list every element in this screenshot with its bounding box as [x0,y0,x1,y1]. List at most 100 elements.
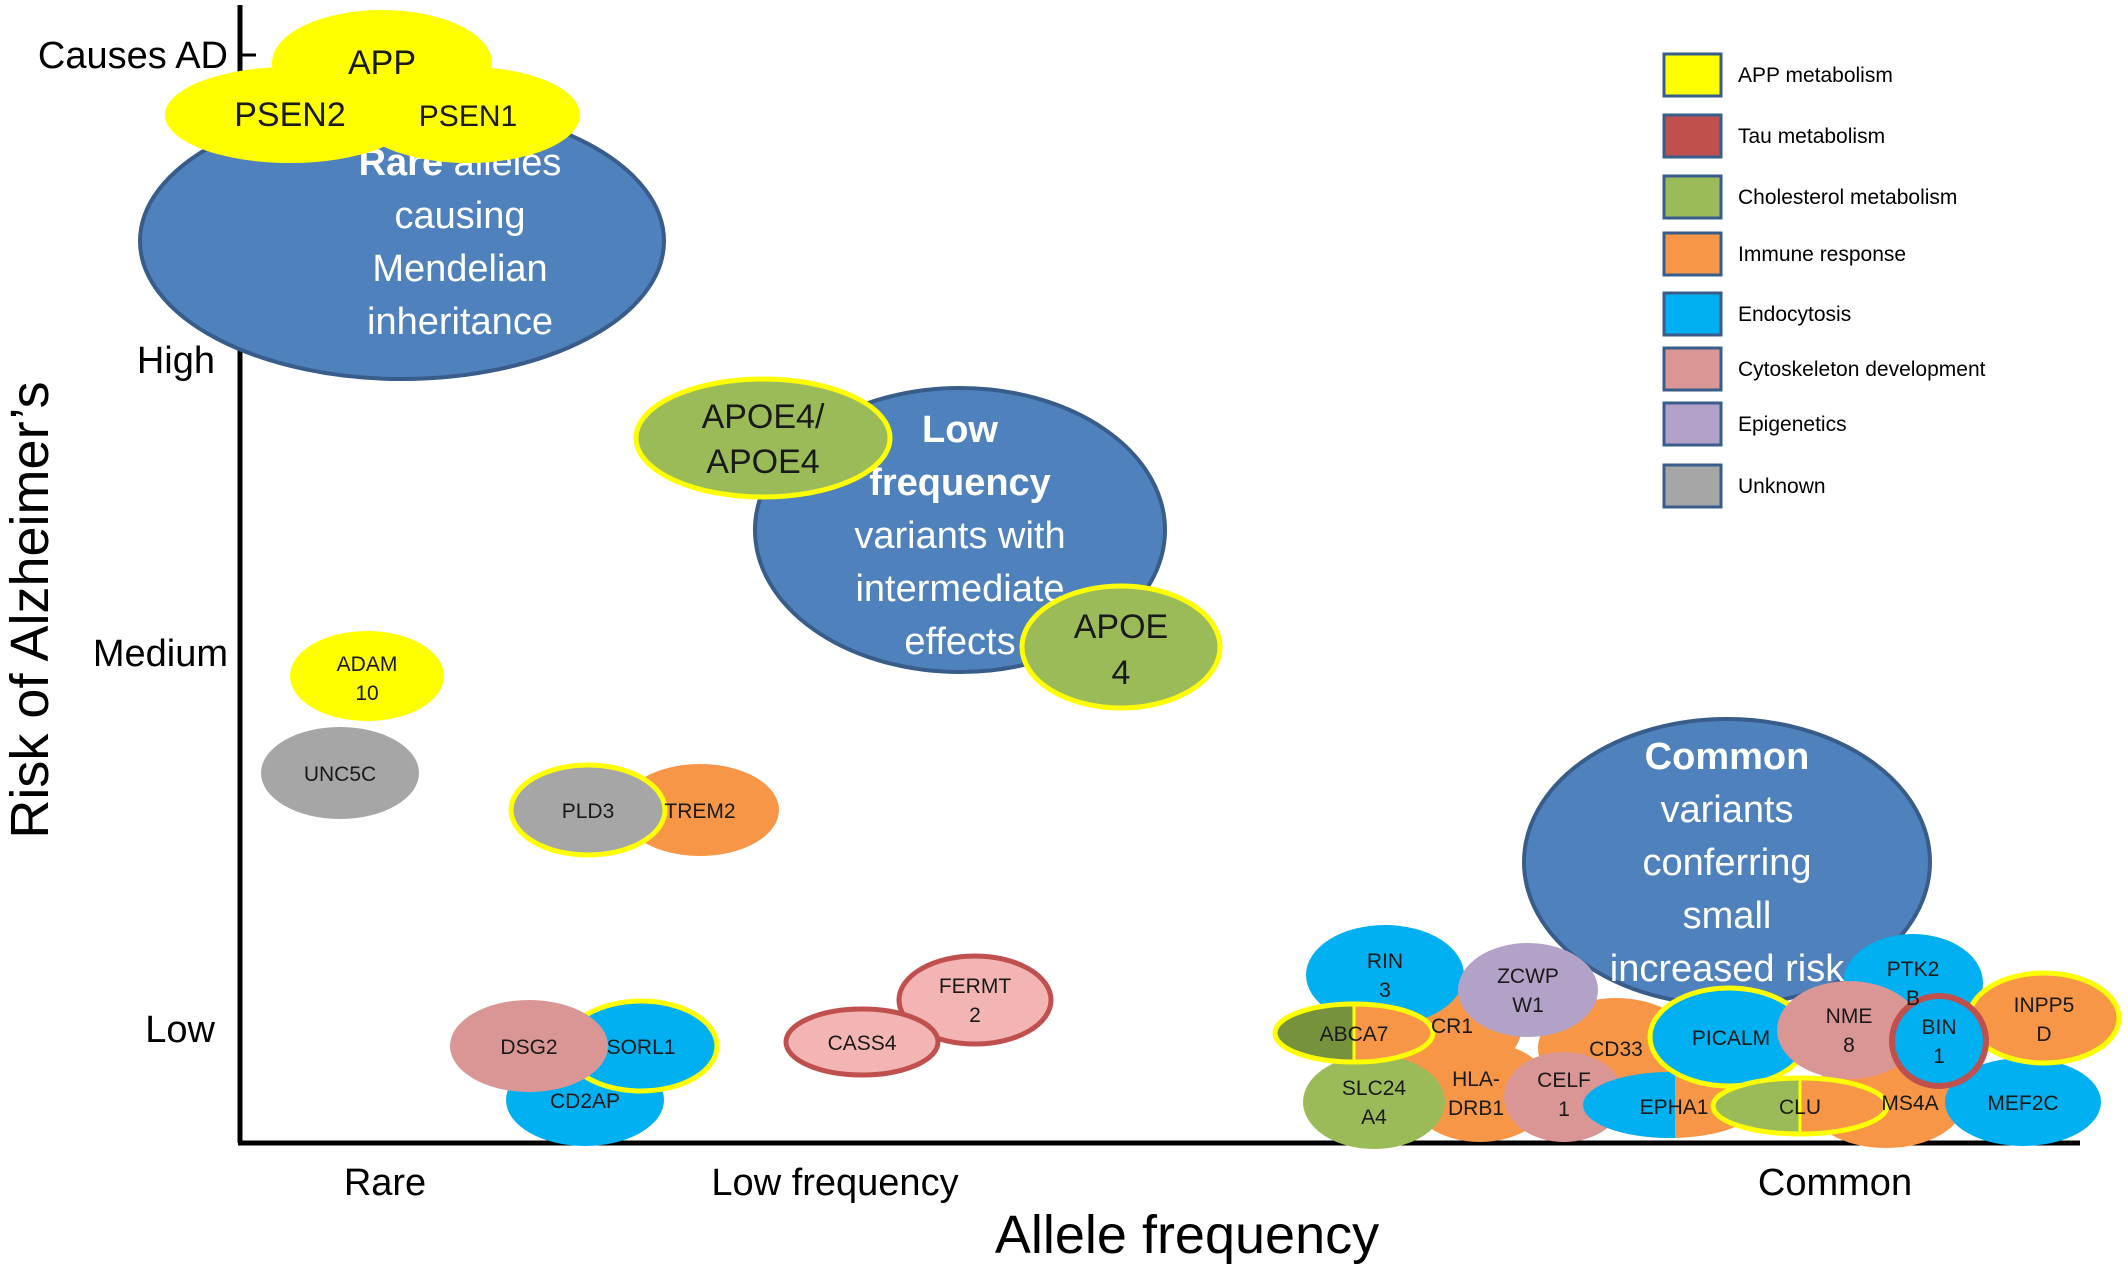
rin3-label-line-2: 3 [1379,979,1391,1002]
abca7-label: ABCA7 [1320,1023,1389,1046]
legend-label-immune-response: Immune response [1738,243,1906,266]
zcwpw1-label-line-1: ZCWP [1497,965,1559,988]
fermt2-label-line-1: FERMT [939,975,1011,998]
pld3-label: PLD3 [562,800,615,823]
zcwpw1-ellipse [1458,943,1598,1037]
clu-label: CLU [1779,1096,1821,1119]
celf1-label-line-2: 1 [1558,1098,1570,1121]
picalm-label: PICALM [1692,1027,1770,1050]
legend-label-unknown: Unknown [1738,475,1826,498]
hla-drb1-label-line-2: DRB1 [1448,1097,1504,1120]
legend-swatch-tau-metabolism [1662,113,1723,159]
dsg2-label: DSG2 [500,1036,557,1059]
low-frequency-line-1: variants with [854,515,1065,557]
cr1-label: CR1 [1431,1015,1473,1038]
bin1-label-line-2: 1 [1933,1045,1945,1068]
cd33-label: CD33 [1589,1038,1643,1061]
inpp5d-label-line-1: INPP5 [2014,994,2075,1017]
common-gene-cluster [1272,925,2122,1149]
y-tick-causes-ad: Causes AD [38,35,228,77]
x-tick-common: Common [1758,1162,1912,1204]
common-category-title: Common [1645,736,1810,778]
legend-label-tau-metabolism: Tau metabolism [1738,125,1885,148]
apoe4-label-line-2: 4 [1112,654,1131,692]
apoe4-ellipse [1019,583,1223,711]
slc24a4-label-line-1: SLC24 [1342,1077,1407,1100]
common-line-2: conferring [1643,842,1812,884]
rare-category-line-3: inheritance [367,301,553,343]
celf1-label-line-1: CELF [1537,1069,1591,1092]
cass4-ellipse [783,1006,941,1078]
unc5c-ellipse [261,727,419,819]
dsg2-ellipse [450,1000,608,1092]
legend-label-cytoskeleton-development: Cytoskeleton development [1738,358,1986,381]
inpp5d-label-line-2: D [2036,1023,2051,1046]
y-tick-high: High [137,340,215,382]
rin3-label-line-1: RIN [1367,950,1403,973]
rare-category-line-1: causing [395,195,526,237]
fermt2-label-line-2: 2 [969,1004,981,1027]
nme8-ellipse [1777,981,1921,1079]
clu-ellipse-cholesterol-half [1713,1078,1800,1134]
y-axis-title: Risk of Alzheimer’s [0,381,60,838]
low-frequency-title-line-1: Low [922,409,998,451]
pld3-ellipse [508,762,668,858]
x-axis-title: Allele frequency [995,1205,1379,1265]
legend-label-app-metabolism: APP metabolism [1738,64,1893,87]
common-line-4: increased risk [1610,948,1845,990]
nme8-label-line-2: 8 [1843,1034,1855,1057]
ptk2b-label-line-2: B [1906,987,1920,1010]
low-frequency-line-3: effects [904,621,1015,663]
mef2c-label: MEF2C [1987,1092,2058,1115]
ptk2b-label-line-1: PTK2 [1887,958,1940,981]
mef2c-ellipse [1945,1058,2101,1146]
low-frequency-title-line-2: frequency [869,462,1051,504]
cass4-label: CASS4 [828,1032,897,1055]
legend-swatch-cytoskeleton-development [1662,346,1723,392]
sorl1-label: SORL1 [607,1036,676,1059]
inpp5d-ellipse [1966,970,2122,1066]
apoe4-label-line-1: APOE [1074,608,1168,646]
x-tick-rare: Rare [344,1162,426,1204]
causes-ad-genes: APP PSEN2 PSEN1 [165,10,580,163]
apoe4-apoe4-label-line-1: APOE4/ [702,398,825,436]
psen2-ellipse [165,67,415,163]
rare-category-line-2: Mendelian [372,248,547,290]
legend-swatch-app-metabolism [1662,52,1723,98]
epha1-label: EPHA1 [1640,1096,1709,1119]
trem2-ellipse [621,764,779,856]
y-tick-medium: Medium [93,633,228,675]
common-line-1: variants [1660,789,1793,831]
bin1-ellipse [1889,993,1989,1089]
legend-swatch-endocytosis [1662,291,1723,337]
legend-label-cholesterol-metabolism: Cholesterol metabolism [1738,186,1957,209]
legend-swatch-immune-response [1662,231,1723,277]
adam10-label-line-1: ADAM [337,653,398,676]
apoe4-apoe4-label-line-2: APOE4 [706,443,819,481]
psen1-ellipse [356,67,580,163]
legend-swatch-cholesterol-metabolism [1662,174,1723,220]
app-label: APP [348,44,416,82]
psen2-label: PSEN2 [234,96,346,134]
bin1-label-line-1: BIN [1921,1016,1956,1039]
slc24a4-label-line-2: A4 [1361,1106,1387,1129]
slc24a4-ellipse [1303,1055,1445,1149]
abca7-ellipse-cholesterol-half [1275,1004,1354,1062]
unc5c-label: UNC5C [304,763,376,786]
apoe4-apoe4-ellipse [633,376,893,500]
adam10-ellipse [290,631,444,721]
adam10-label-line-2: 10 [355,682,378,705]
ms4a-label: MS4A [1881,1092,1938,1115]
epha1-ellipse-endocytosis-half [1583,1072,1675,1138]
nme8-label-line-1: NME [1826,1005,1873,1028]
legend-label-endocytosis: Endocytosis [1738,303,1851,326]
trem2-label: TREM2 [664,800,735,823]
common-line-3: small [1683,895,1772,937]
cd2ap-label: CD2AP [550,1090,620,1113]
legend-swatch-unknown [1662,463,1723,509]
hla-drb1-label-line-1: HLA- [1452,1068,1500,1091]
y-tick-low: Low [145,1009,215,1051]
common-gene-labels: RIN 3 ZCWP W1 PTK2 B INPP5 D ABCA7 CR1 C… [1320,950,2075,1129]
